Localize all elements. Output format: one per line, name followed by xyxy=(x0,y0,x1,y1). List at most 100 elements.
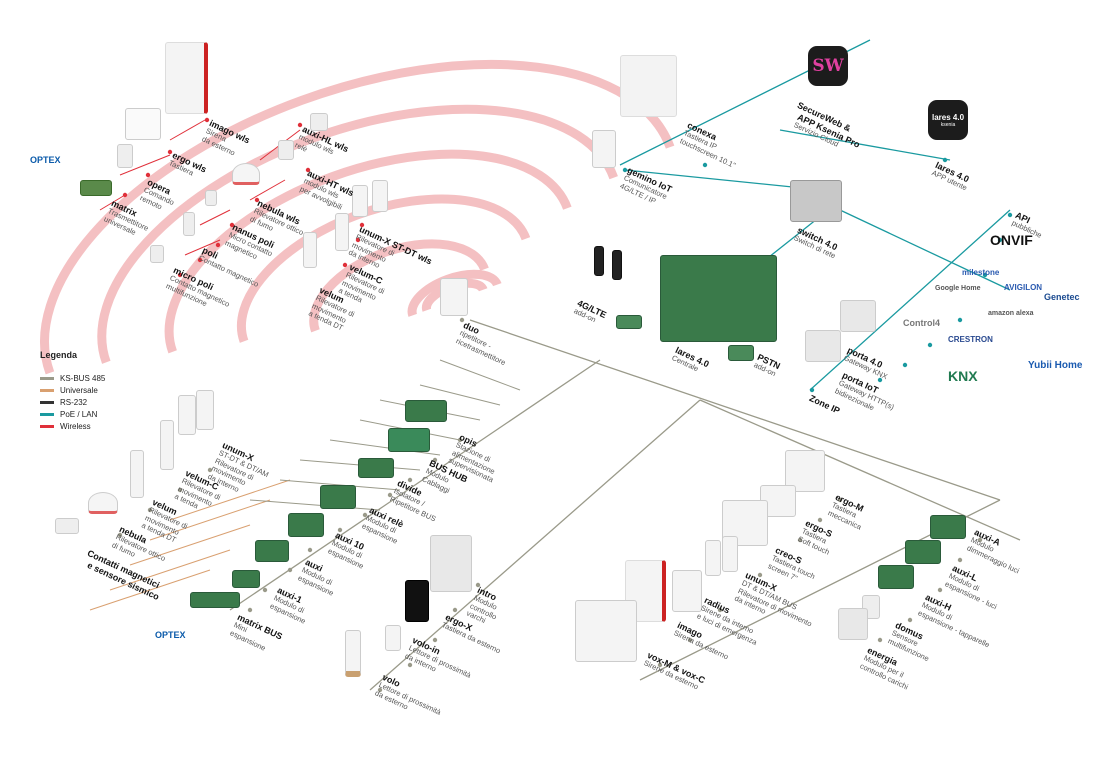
poe-line xyxy=(839,209,1011,291)
poe-line xyxy=(779,129,951,161)
velum-bus xyxy=(130,450,144,498)
legend-swatch-rs232 xyxy=(40,400,54,404)
switch-4 xyxy=(790,180,842,222)
connection-dot xyxy=(982,272,988,278)
legend-label: KS-BUS 485 xyxy=(60,373,106,383)
porta-4 xyxy=(840,300,876,332)
unum-x-bus-3 xyxy=(705,540,721,576)
lares-icon-sub: ksenia xyxy=(940,121,956,128)
intro-module xyxy=(430,535,472,592)
lares-4-board xyxy=(660,255,777,342)
bus-line xyxy=(229,359,601,611)
bus-stub xyxy=(329,439,441,456)
connection-dot xyxy=(817,517,823,523)
connection-dot xyxy=(197,257,203,263)
auxi-hl-module xyxy=(310,113,328,131)
connection-dot xyxy=(459,317,465,323)
legend-item: Universale xyxy=(40,384,105,396)
lte-addon xyxy=(616,315,642,329)
wireless-stub xyxy=(169,119,206,141)
opis-board xyxy=(405,400,447,422)
connection-dot xyxy=(757,572,763,578)
connection-dot xyxy=(877,377,883,383)
volo-reader xyxy=(345,630,361,677)
connection-dot xyxy=(937,587,943,593)
connection-dot xyxy=(215,242,221,248)
connection-dot xyxy=(432,637,438,643)
auxi-board xyxy=(255,540,289,562)
connection-dot xyxy=(657,662,663,668)
auxi-rele-board xyxy=(320,485,356,509)
connection-dot xyxy=(702,162,708,168)
poe-line xyxy=(809,209,1011,391)
velum-c-bus xyxy=(160,420,174,470)
bus-line xyxy=(469,319,1001,501)
bus-line xyxy=(369,399,701,691)
connection-dot xyxy=(387,492,393,498)
connection-dot xyxy=(337,527,343,533)
secureweb-icon-label: SW xyxy=(812,56,844,76)
wireless-wave-inner xyxy=(309,239,489,333)
wireless-stub xyxy=(184,239,221,256)
energia-module xyxy=(838,608,868,640)
connection-dot xyxy=(177,272,183,278)
partner-logo: OPTEX xyxy=(155,630,186,640)
connection-dot xyxy=(147,507,153,513)
lares-icon-label: lares 4.0 xyxy=(931,112,965,122)
gemino-iot xyxy=(592,130,616,168)
connection-dot xyxy=(837,497,843,503)
connection-dot xyxy=(117,532,123,538)
divide-board xyxy=(358,458,394,478)
connection-dot xyxy=(809,387,815,393)
connection-dot xyxy=(902,362,908,368)
vox-siren xyxy=(575,600,637,662)
connection-dot xyxy=(717,607,723,613)
auxi-h-board xyxy=(878,565,914,589)
bus-stub xyxy=(419,384,501,406)
legend-swatch-bus485 xyxy=(40,376,54,380)
universale-line xyxy=(169,479,291,521)
volo-in-reader xyxy=(385,625,401,651)
partner-logo: AVIGILON xyxy=(1004,283,1043,292)
opera-remote xyxy=(117,144,133,168)
partner-logo: Control4 xyxy=(903,318,940,328)
connection-dot xyxy=(622,167,628,173)
partner-logo: KNX xyxy=(948,368,978,384)
velum-c-wls xyxy=(335,213,349,251)
connection-dot xyxy=(377,687,383,693)
connection-dot xyxy=(359,222,365,228)
auxi-10-board xyxy=(288,513,324,537)
legend-label: Universale xyxy=(60,385,98,395)
connection-dot xyxy=(204,117,210,123)
auxi-l-board xyxy=(905,540,941,564)
pstn-addon xyxy=(728,345,754,361)
legend-item: KS-BUS 485 xyxy=(40,372,105,384)
matrix-board xyxy=(80,180,112,196)
poe-line xyxy=(624,169,823,191)
legend-item: PoE / LAN xyxy=(40,408,105,420)
auxi-ht-module xyxy=(278,140,294,160)
bus-hub xyxy=(388,428,430,452)
wireless-stub xyxy=(99,194,126,211)
connection-dot xyxy=(287,567,293,573)
conexa-tablet xyxy=(620,55,677,117)
connection-dot xyxy=(362,512,368,518)
imago-wls-siren xyxy=(165,42,208,114)
partner-logo: amazon alexa xyxy=(988,310,1034,317)
connection-dot xyxy=(1007,212,1013,218)
connection-dot xyxy=(342,262,348,268)
antenna-2 xyxy=(612,250,622,280)
radius-siren xyxy=(672,570,702,612)
connection-dot xyxy=(167,149,173,155)
partner-logo: ONVIF xyxy=(990,232,1033,248)
partner-logo: CRESTRON xyxy=(948,335,993,344)
auxi-a-board xyxy=(930,515,966,539)
universale-line xyxy=(89,569,211,611)
legend-label: Wireless xyxy=(60,421,91,431)
connection-dot xyxy=(907,617,913,623)
connection-dot xyxy=(247,607,253,613)
ergo-x-keypad xyxy=(405,580,429,622)
nebula-bus xyxy=(88,492,118,514)
legend-item: Wireless xyxy=(40,420,105,432)
